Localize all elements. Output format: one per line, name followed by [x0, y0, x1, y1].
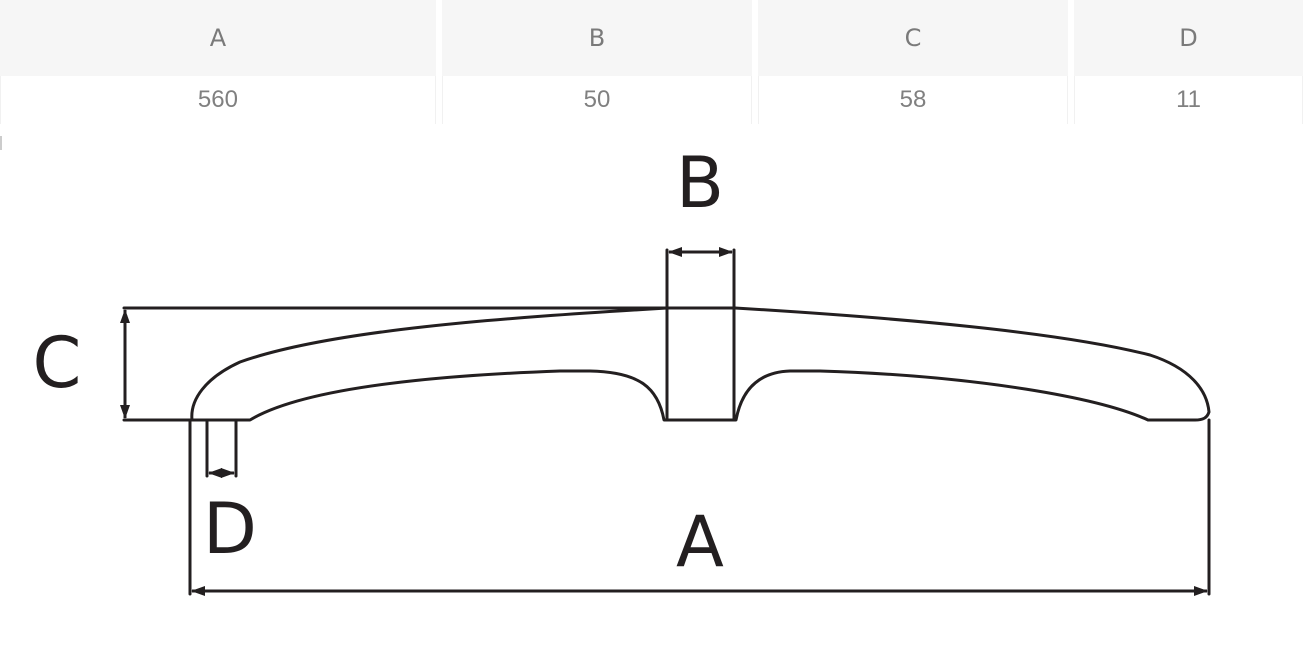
dimensions-table: A B C D 560 50 58 11 [0, 0, 1309, 124]
dimensions-value-row: 560 50 58 11 [0, 76, 1303, 124]
header-cell-a: A [0, 0, 436, 76]
value-cell-b: 50 [441, 76, 752, 124]
handle-outline [190, 306, 1211, 422]
header-cell-b: B [441, 0, 752, 76]
label-d: D [203, 488, 257, 570]
dimensions-header-row: A B C D [0, 0, 1303, 76]
header-cell-c: C [757, 0, 1069, 76]
stray-tick-mark [0, 136, 2, 150]
value-cell-c: 58 [757, 76, 1069, 124]
label-b: B [676, 142, 724, 224]
value-cell-d: 11 [1074, 76, 1303, 124]
value-cell-a: 560 [0, 76, 436, 124]
label-c: C [33, 322, 82, 404]
header-cell-d: D [1074, 0, 1303, 76]
label-a: A [676, 501, 724, 583]
